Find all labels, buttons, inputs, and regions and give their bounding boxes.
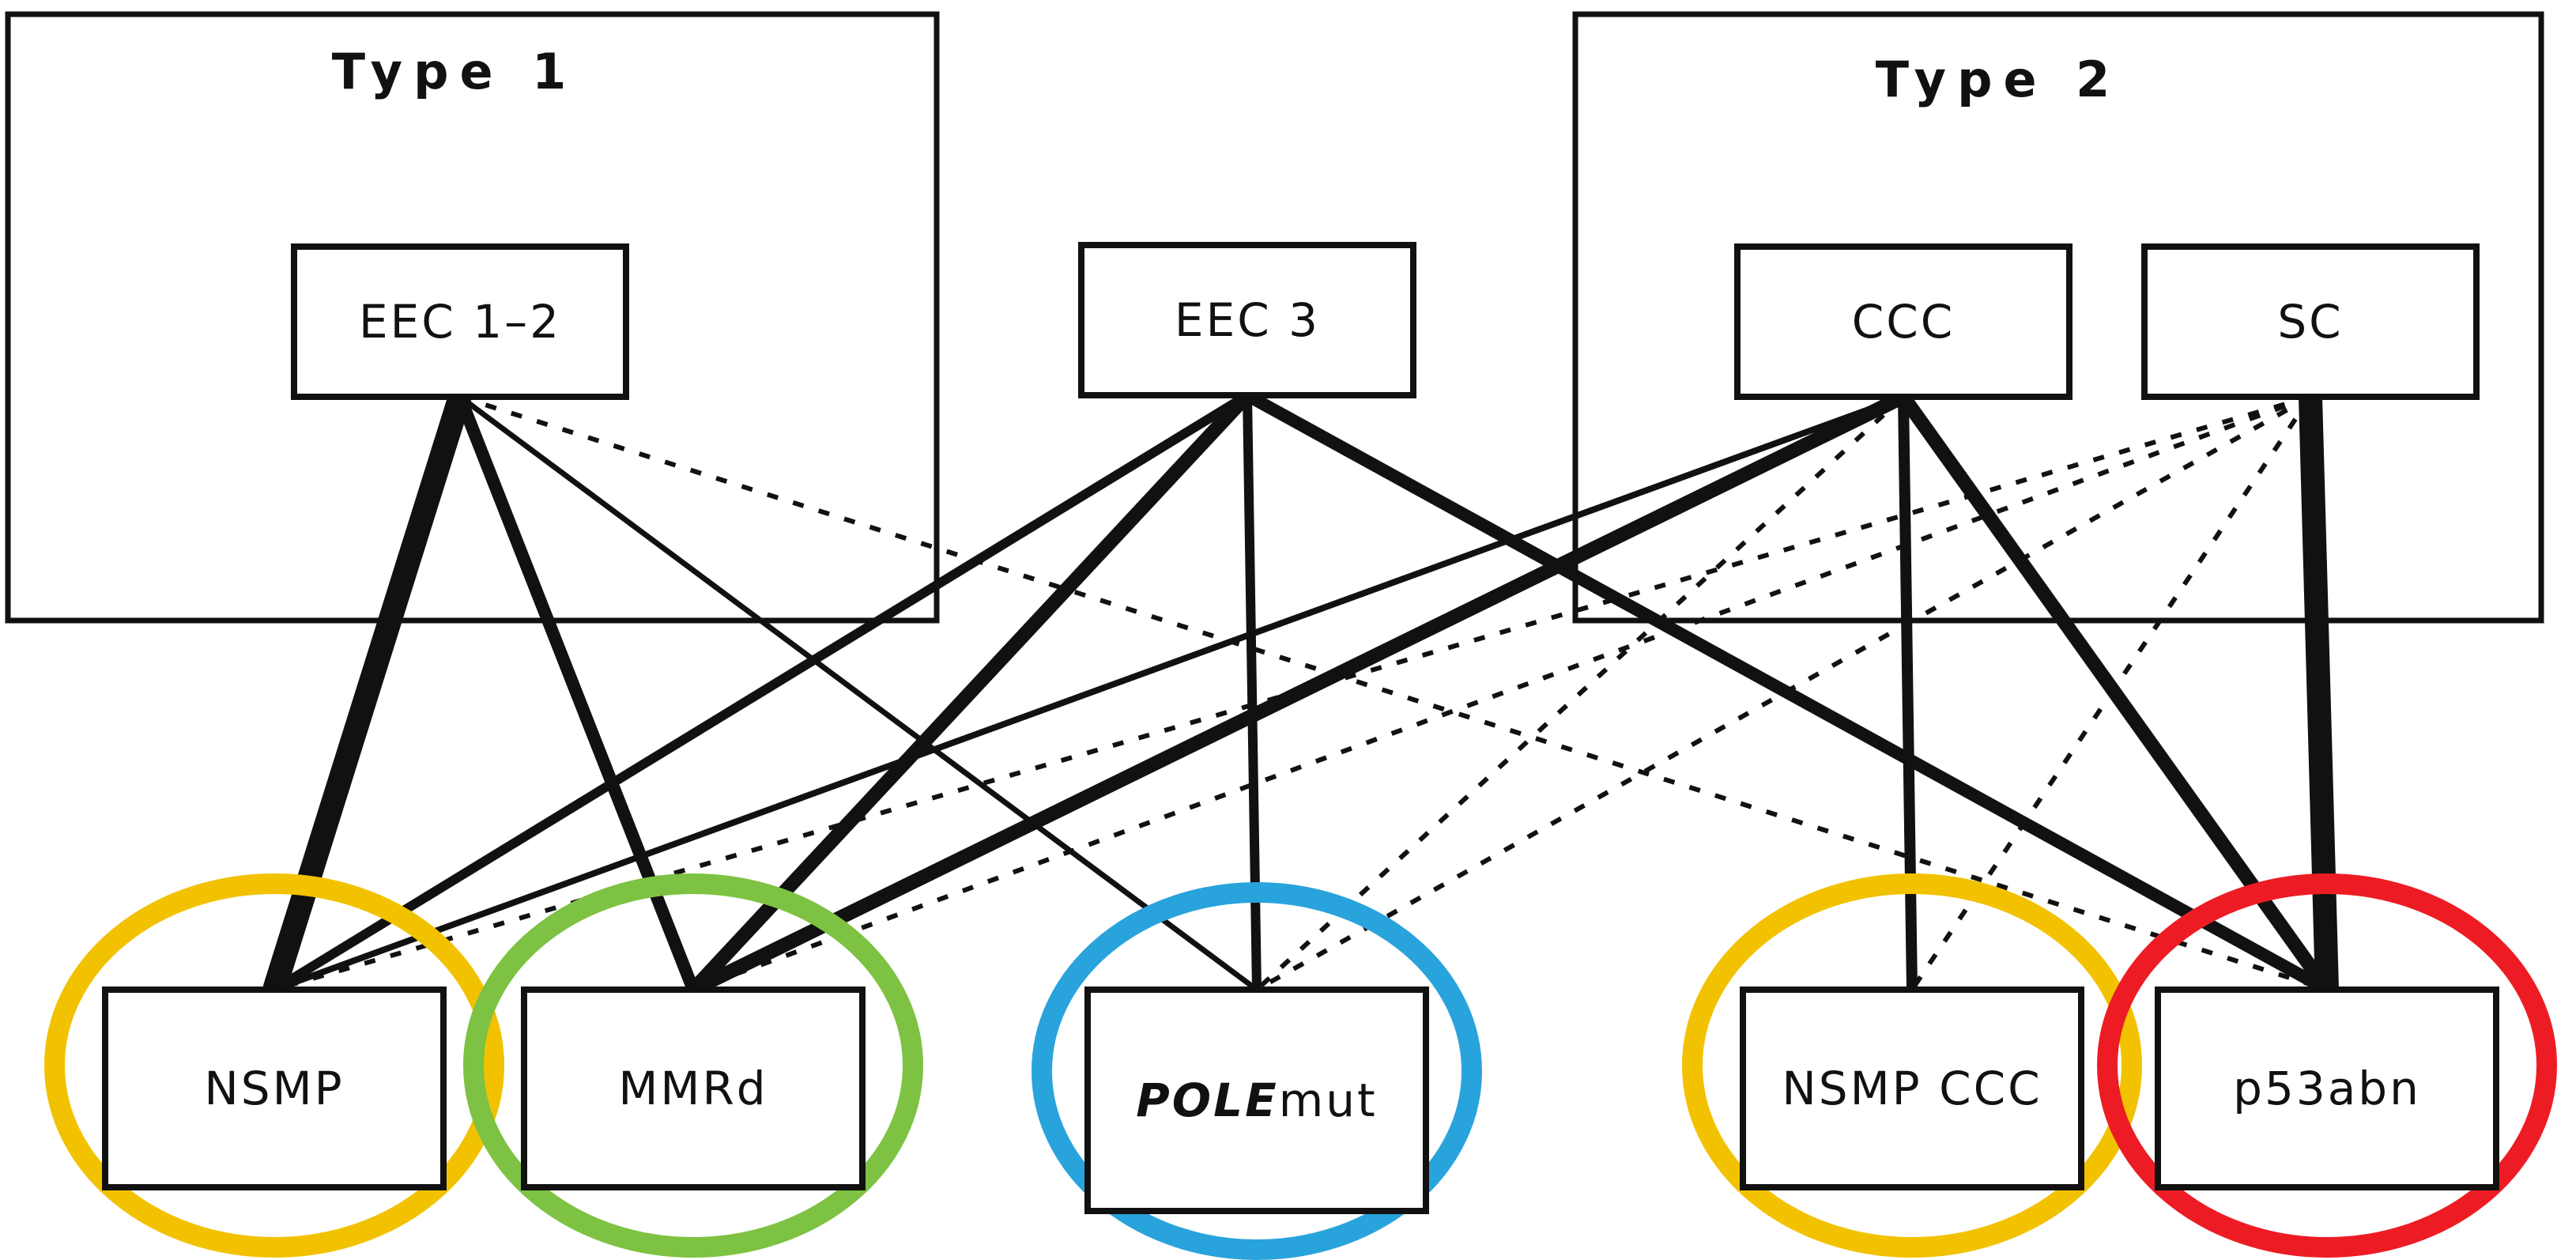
edge-ccc-to-nsmp [273,394,1905,993]
node-box-nsmpccc [1740,986,2084,1190]
node-label-polemut: POLEmut [1136,1073,1377,1127]
ring-p53abn [2097,873,2557,1258]
node-eec3[interactable]: EEC 3 [1078,242,1416,398]
node-box-ccc [1734,243,2072,400]
group-label-type2: Type 2 [1876,51,2122,108]
nodes-layer: EEC 1–2 EEC 3 CCC SC NSMP MMRd POLEmut NSMP CCC… [102,242,2499,1214]
group-frame-type1 [5,11,940,624]
node-box-sc [2141,243,2480,400]
node-label-roman-polemut: mut [1279,1073,1378,1127]
node-label-sc: SC [2277,295,2343,349]
ring-nsmpccc [1682,873,2142,1258]
node-sc[interactable]: SC [2141,243,2480,400]
edge-ccc-to-polemut [1254,394,1906,992]
edge-eec3-to-nsmp [271,390,1250,994]
ring-nsmp [44,873,504,1258]
edge-sc-to-mmrd [692,394,2312,992]
ring-polemut [1032,882,1482,1260]
node-label-italic-polemut: POLE [1136,1073,1278,1127]
node-label-eec3: EEC 3 [1175,293,1320,347]
node-box-nsmp [102,986,447,1190]
node-box-p53abn [2155,986,2499,1190]
node-label-eec12: EEC 1–2 [359,295,561,349]
node-label-nsmp: NSMP [204,1062,344,1115]
node-box-mmrd [521,986,866,1190]
edge-eec12-to-polemut [458,394,1259,992]
node-ccc[interactable]: CCC [1734,243,2072,400]
group-frame-type2 [1572,11,2544,624]
node-nsmpccc[interactable]: NSMP CCC [1740,986,2084,1190]
group-frames-layer [5,11,2544,624]
group-label-type1: Type 1 [332,43,578,100]
node-p53abn[interactable]: p53abn [2155,986,2499,1190]
group-labels-layer: Type 1 Type 2 [332,43,2122,108]
edge-sc-to-p53abn [2299,396,2339,990]
node-box-eec3 [1078,242,1416,398]
edge-eec12-to-p53abn [459,394,2328,992]
node-label-p53abn: p53abn [2233,1062,2421,1115]
edge-sc-to-nsmp [273,394,2311,992]
node-eec12[interactable]: EEC 1–2 [291,243,629,400]
node-box-polemut [1084,986,1429,1214]
node-label-mmrd: MMRd [618,1062,768,1115]
node-label-ccc: CCC [1852,295,1956,349]
node-mmrd[interactable]: MMRd [521,986,866,1190]
node-nsmp[interactable]: NSMP [102,986,447,1190]
edge-ccc-to-nsmpccc [1898,396,1918,990]
node-polemut[interactable]: POLEmut [1084,986,1429,1214]
ring-mmrd [463,873,923,1258]
node-label-nsmpccc: NSMP CCC [1782,1062,2042,1115]
molecular-class-rings-layer [44,873,2557,1260]
node-box-eec12 [291,243,629,400]
